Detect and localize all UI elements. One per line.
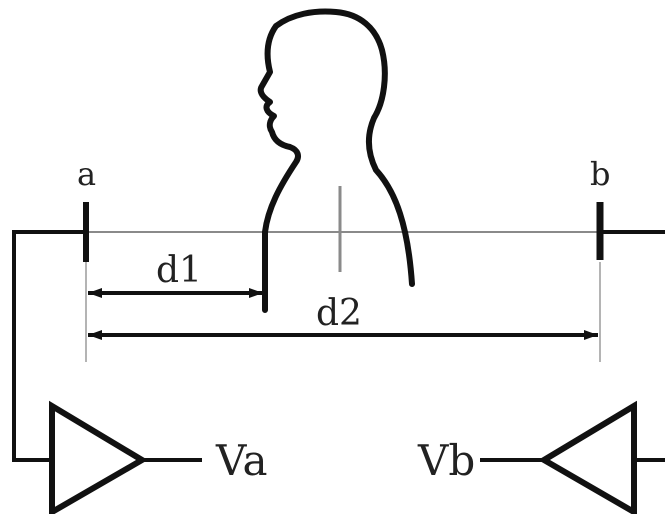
label-electrode-b: b (590, 155, 610, 193)
label-d1: d1 (156, 250, 202, 291)
dimension-d1 (88, 288, 263, 298)
amplifier-a-icon (49, 400, 148, 514)
dimension-d2 (88, 330, 598, 340)
label-output-va: Va (215, 436, 268, 485)
amplifier-b-icon (538, 400, 637, 514)
wire-a (12, 230, 86, 462)
label-d2: d2 (316, 293, 362, 334)
label-electrode-a: a (77, 155, 96, 193)
label-output-vb: Vb (417, 436, 475, 485)
person-silhouette (257, 8, 415, 313)
